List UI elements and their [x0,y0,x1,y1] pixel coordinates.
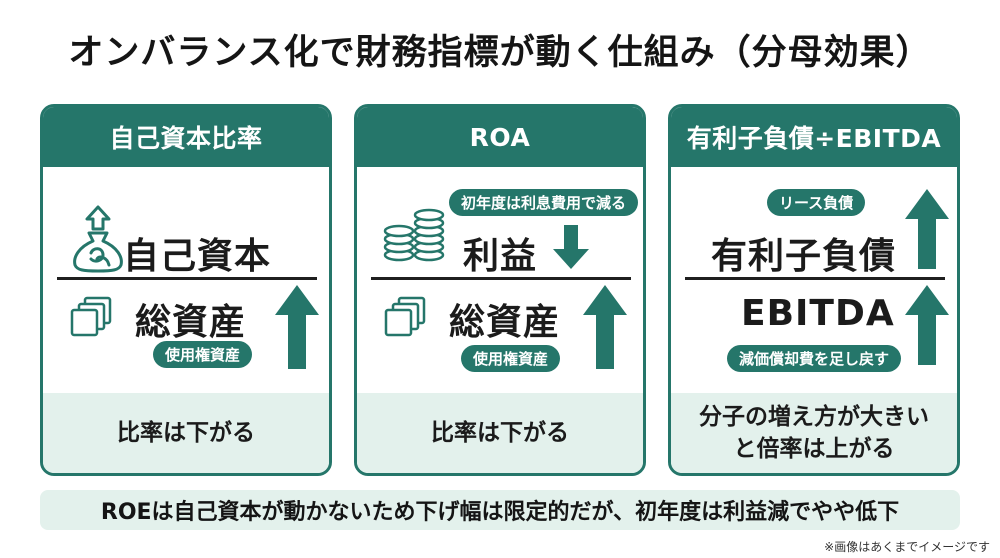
money-bag-icon [73,205,123,273]
fraction-line [57,277,317,280]
documents-icon [70,296,112,337]
card-footer: 比率は下がる [357,393,643,473]
card-footer: 比率は下がる [43,393,329,473]
numerator-text: 有利子負債 [711,236,897,277]
card-header: ROA [357,107,643,167]
card-header: 有利子負債÷EBITDA [671,107,957,167]
image-disclaimer: ※画像はあくまでイメージです [824,540,990,554]
denominator-text: 総資産 [449,302,561,343]
numerator-tag: 初年度は利息費用で減る [449,189,639,216]
arrow-up-icon [905,285,949,365]
page-title: オンバランス化で財務指標が動く仕組み（分母効果） [68,33,932,73]
footer-line-2: と倍率は上がる [733,436,895,462]
card-roa: ROA 初年度は利息費用で減る 利益 総資産 使用権資産 比率は下がる [354,104,646,476]
card-header: 自己資本比率 [43,107,329,167]
denominator-tag: 減価償却費を足し戻す [727,345,902,372]
arrow-up-icon [275,285,319,369]
denominator-tag: 使用権資産 [153,341,253,368]
card-equity-ratio: 自己資本比率 自己資本 総資産 使用権資産 比率は下がる [40,104,332,476]
denominator-text: 総資産 [135,302,247,343]
numerator-text: 利益 [463,236,538,277]
arrow-down-icon [553,225,589,269]
coin-stack-icon [383,208,445,262]
card-footer: 分子の増え方が大きい と倍率は上がる [671,393,957,473]
footer-line-1: 分子の増え方が大きい [699,404,929,430]
documents-icon [384,296,426,337]
numerator-tag: リース負債 [767,189,866,216]
denominator-tag: 使用権資産 [461,345,561,372]
denominator-text: EBITDA [741,293,895,334]
fraction-line [685,277,945,280]
arrow-up-icon [905,189,949,269]
fraction-line [371,277,631,280]
arrow-up-icon [583,285,627,369]
card-debt-ebitda: 有利子負債÷EBITDA リース負債 有利子負債 EBITDA 減価償却費を足し… [668,104,960,476]
numerator-text: 自己資本 [123,236,272,277]
bottom-summary: ROEは自己資本が動かないため下げ幅は限定的だが、初年度は利益減でやや低下 [40,490,960,530]
